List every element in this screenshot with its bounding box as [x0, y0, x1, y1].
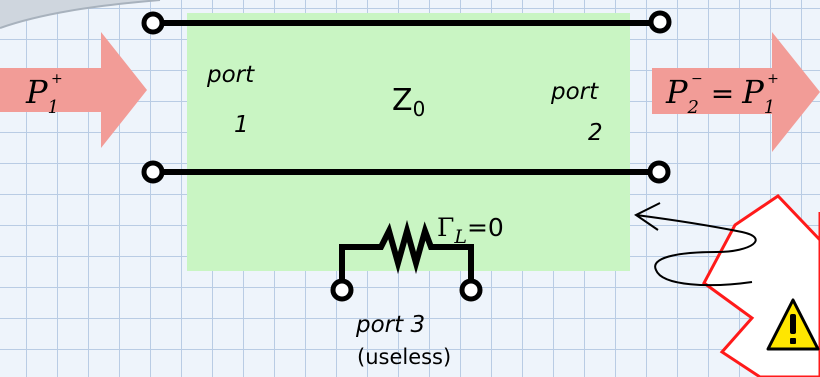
pointer-squiggle: [635, 214, 757, 287]
port3-terminal-left: [330, 278, 354, 302]
port1-label-word: port: [206, 62, 255, 88]
port3-note: (useless): [357, 345, 451, 369]
incident-power-arrow: [0, 32, 147, 148]
terminal-top-left: [141, 11, 165, 35]
line-impedance-label: Z0: [392, 83, 425, 121]
terminal-bottom-right: [647, 160, 671, 184]
port3-label: port 3: [355, 312, 425, 338]
port2-label-number: 2: [588, 120, 603, 146]
port3-terminal-right: [459, 278, 483, 302]
warning-icon: [766, 298, 820, 351]
incident-power-label: P1+: [25, 71, 63, 118]
terminal-bottom-left: [141, 160, 165, 184]
page-curl: [0, 0, 161, 29]
port2-label-word: port: [550, 79, 599, 105]
load-resistor: [339, 219, 474, 290]
terminal-top-right: [648, 10, 672, 34]
pointer-arrowhead: [634, 202, 661, 231]
load-reflection-label: ΓL=0: [437, 213, 504, 248]
port1-label-number: 1: [234, 112, 249, 138]
transmitted-power-label: P2−=P1+: [665, 71, 779, 118]
transmitted-power-arrow: [652, 32, 820, 152]
